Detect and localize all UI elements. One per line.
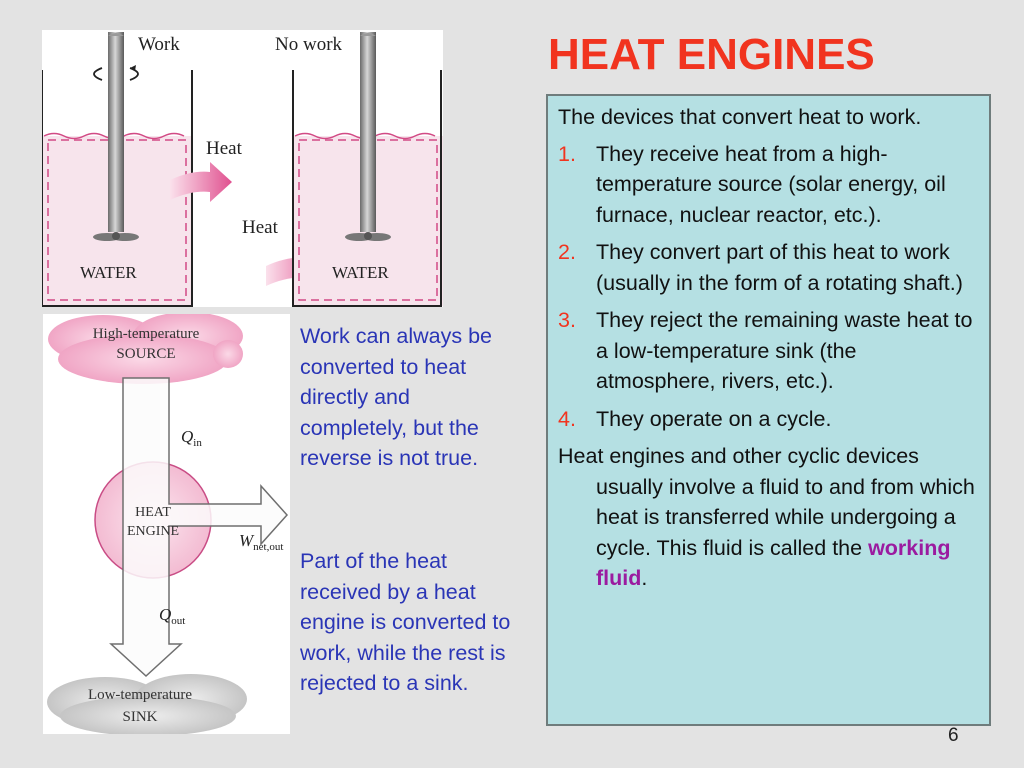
water-label-left: WATER — [80, 263, 137, 282]
water-label-right: WATER — [332, 263, 389, 282]
no-work-label: No work — [275, 34, 343, 55]
source-label-line2: SOURCE — [116, 346, 175, 362]
heat-flow-arrow-icon — [109, 377, 289, 678]
list-number: 1. — [558, 141, 576, 166]
list-number: 3. — [558, 308, 576, 332]
right-paddle-icon — [345, 232, 391, 241]
list-item-text: They operate on a cycle. — [596, 406, 832, 431]
list-item: 4. They operate on a cycle. — [558, 404, 977, 435]
list-item: 1. They receive heat from a high-temperat… — [558, 139, 977, 231]
list-item-text: They convert part of this heat to work (… — [596, 240, 963, 295]
list-number: 2. — [558, 240, 576, 264]
sink-label-line2: SINK — [122, 709, 157, 725]
heat-engine-diagram: High-temperature SOURCE HEAT ENGINE Qin … — [43, 314, 290, 734]
slide-title: HEAT ENGINES — [548, 30, 875, 79]
left-shaft-top — [108, 33, 124, 36]
list-number: 4. — [558, 406, 576, 431]
source-label-line1: High-temperature — [93, 326, 200, 342]
right-tank: No work WATER — [275, 32, 443, 307]
engine-label-line1: HEAT — [135, 505, 171, 520]
sink-cloud-icon — [47, 674, 247, 734]
w-net-out-label: Wnet,out — [239, 531, 283, 553]
list-item: 2. They convert part of this heat to work… — [558, 237, 977, 298]
side-note-heat-to-work: Part of the heat received by a heat engi… — [300, 549, 511, 695]
sink-label-line1: Low-temperature — [88, 687, 192, 703]
numbered-list: 1. They receive heat from a high-temperat… — [558, 139, 977, 435]
heat-label-lower: Heat — [242, 217, 279, 238]
list-item-text: They receive heat from a high-temperatur… — [596, 141, 946, 227]
rotation-arrow-icon — [93, 65, 139, 81]
right-tank-wall — [292, 70, 442, 307]
closing-paragraph: Heat engines and other cyclic devices us… — [558, 441, 977, 594]
left-paddle-icon — [93, 232, 139, 241]
working-fluid-highlight: working fluid — [596, 535, 951, 591]
info-box: The devices that convert heat to work. 1… — [546, 94, 991, 726]
intro-text: The devices that convert heat to work. — [558, 105, 922, 129]
left-tank: Work WATER — [42, 32, 193, 307]
q-out-label: Qout — [159, 605, 185, 627]
right-shaft — [360, 32, 376, 232]
list-item-text: They reject the remaining waste heat to … — [596, 308, 973, 393]
heat-arrow-upper-icon — [170, 162, 232, 202]
list-item: 3. They reject the remaining waste heat t… — [558, 305, 977, 397]
closing-end: . — [641, 566, 648, 590]
closing-text: Heat engines and other cyclic devices us… — [558, 444, 975, 560]
side-note-work-to-heat: Work can always be converted to heat dir… — [300, 324, 492, 470]
work-label: Work — [138, 34, 180, 55]
q-in-label: Qin — [181, 427, 202, 449]
engine-label-line2: ENGINE — [127, 524, 179, 539]
right-shaft-top — [360, 33, 376, 36]
left-shaft — [108, 32, 124, 232]
work-heat-illustration: Work WATER Heat Heat No work WATER — [42, 30, 443, 307]
page-number: 6 — [948, 725, 959, 746]
heat-label-upper: Heat — [206, 138, 243, 159]
source-cloud-icon — [48, 314, 243, 384]
